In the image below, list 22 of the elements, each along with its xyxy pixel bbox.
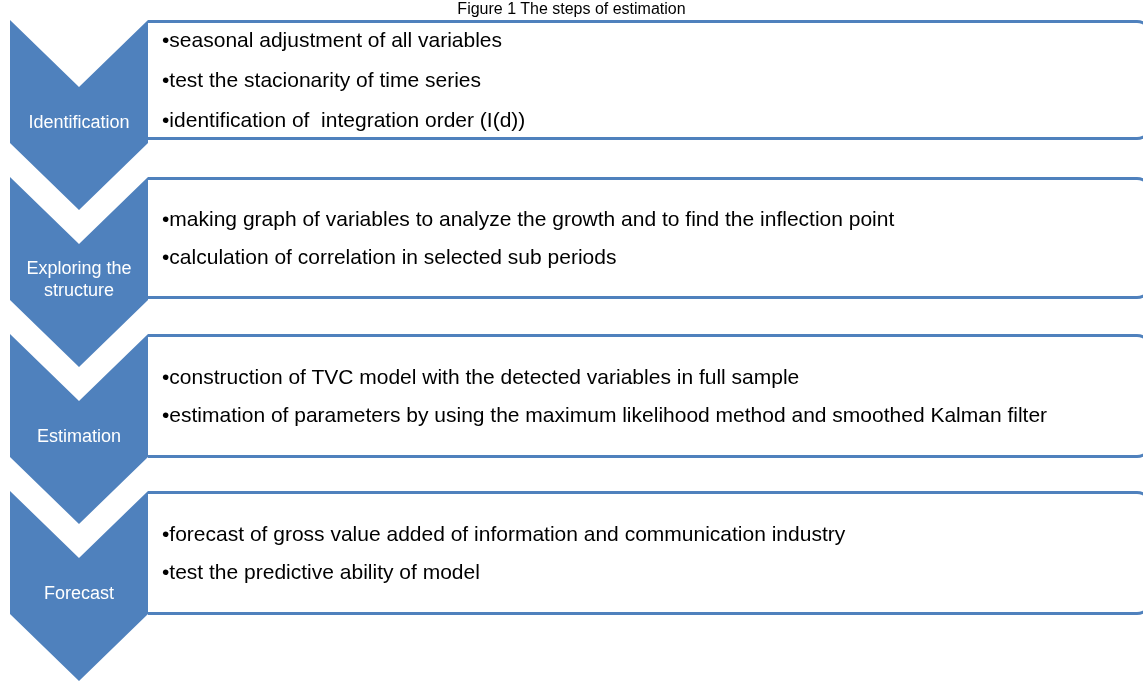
step-label: Exploring the structure bbox=[25, 261, 133, 297]
step-details-box bbox=[148, 334, 1143, 458]
chevron-step bbox=[10, 177, 148, 367]
bullet-text: •estimation of parameters by using the maximum likelihood method and smoothed Kalman filter bbox=[162, 402, 1049, 428]
figure-title: Figure 1 The steps of estimation bbox=[456, 0, 687, 18]
bullet-text: •test the predictive ability of model bbox=[162, 559, 481, 585]
bullet-text: •test the stacionarity of time series bbox=[162, 67, 482, 93]
bullet-text: •forecast of gross value added of information and communication industry bbox=[162, 521, 847, 547]
step-label: Identification bbox=[27, 111, 131, 134]
step-details-box bbox=[148, 491, 1143, 615]
chevron-step bbox=[10, 334, 148, 524]
chevron-step bbox=[10, 20, 148, 210]
bullet-text: •identification of integration order (I(d)) bbox=[162, 107, 527, 133]
step-label: Estimation bbox=[35, 425, 122, 448]
step-details-box bbox=[148, 177, 1143, 299]
bullet-text: •calculation of correlation in selected sub periods bbox=[162, 244, 618, 270]
chevron-step bbox=[10, 491, 148, 681]
step-details-box bbox=[148, 20, 1143, 140]
step-label: Forecast bbox=[43, 582, 115, 605]
bullet-text: •seasonal adjustment of all variables bbox=[162, 27, 504, 53]
bullet-text: •construction of TVC model with the detected variables in full sample bbox=[162, 364, 801, 390]
bullet-text: •making graph of variables to analyze the growth and to find the inflection point bbox=[162, 206, 896, 232]
